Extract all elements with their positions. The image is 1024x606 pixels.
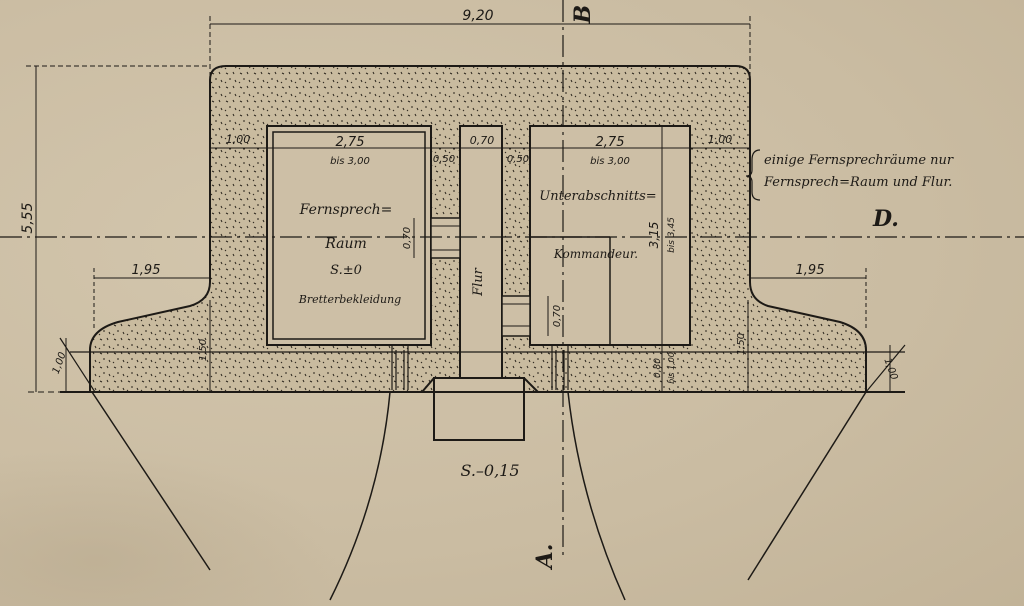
dim-door-left: 0,70 [402, 227, 413, 249]
label-kommandeur: Kommandeur. [553, 247, 638, 261]
label-unterabschnitts: Unterabschnitts= [539, 189, 656, 204]
note-brace [745, 149, 761, 201]
dim-door-right: 0,70 [552, 305, 563, 327]
dim-overall-width: 9,20 [462, 8, 493, 24]
corridor-flur [421, 125, 539, 441]
note-line-2: Fernsprech=Raum und Flur. [763, 175, 952, 190]
dim-room-width-range: bis 3,00 [330, 156, 370, 167]
label-raum: Raum [324, 236, 367, 252]
dim-wall-left: 1,00 [226, 133, 251, 146]
door-right [501, 295, 531, 337]
dim-wall-mid-left: 0,50 [433, 154, 455, 165]
trench-lines [59, 337, 906, 601]
section-marker-d: D. [872, 206, 899, 232]
vent-shafts [391, 345, 569, 390]
dim-front-thickness-right: 1,50 [736, 333, 747, 355]
room-kommandeur [529, 125, 691, 346]
dim-wall-mid-right: 0,50 [507, 154, 529, 165]
dim-bottom-wall: 0,80 [653, 358, 663, 378]
label-level-zero: S.±0 [330, 263, 362, 278]
note-line-1: einige Fernsprechräume nur [764, 153, 954, 168]
base-lines [28, 351, 905, 393]
dim-wing-left: 1,95 [132, 263, 161, 278]
dim-slope-right: 1,00 [881, 357, 899, 382]
door-left [430, 217, 461, 259]
section-marker-a: A. [532, 544, 558, 571]
label-fernsprech: Fernsprech= [299, 202, 393, 218]
dim-wall-right: 1,00 [708, 133, 733, 146]
dim-room2-depth: 3,15 [647, 222, 661, 249]
dim-corridor-width: 0,70 [470, 134, 495, 147]
dim-room-width: 2,75 [336, 135, 365, 150]
label-lining: Bretterbekleidung [298, 293, 401, 306]
dim-bottom-wall-range: bis 1,00 [667, 352, 676, 384]
dimension-lines [26, 16, 891, 392]
dim-overall-height: 5,55 [20, 202, 36, 233]
section-marker-b: B [570, 5, 596, 25]
dim-room2-width-range: bis 3,00 [590, 156, 630, 167]
dim-front-thickness: 1,50 [198, 339, 209, 361]
label-flur: Flur [471, 267, 486, 297]
section-lines [0, 0, 1024, 560]
dim-room2-depth-range: bis 3,45 [667, 217, 677, 253]
dim-wing-right: 1,95 [796, 263, 825, 278]
room-fernsprech [266, 125, 432, 346]
dim-room2-width: 2,75 [596, 135, 625, 150]
label-level-bottom: S.–0,15 [460, 461, 519, 480]
